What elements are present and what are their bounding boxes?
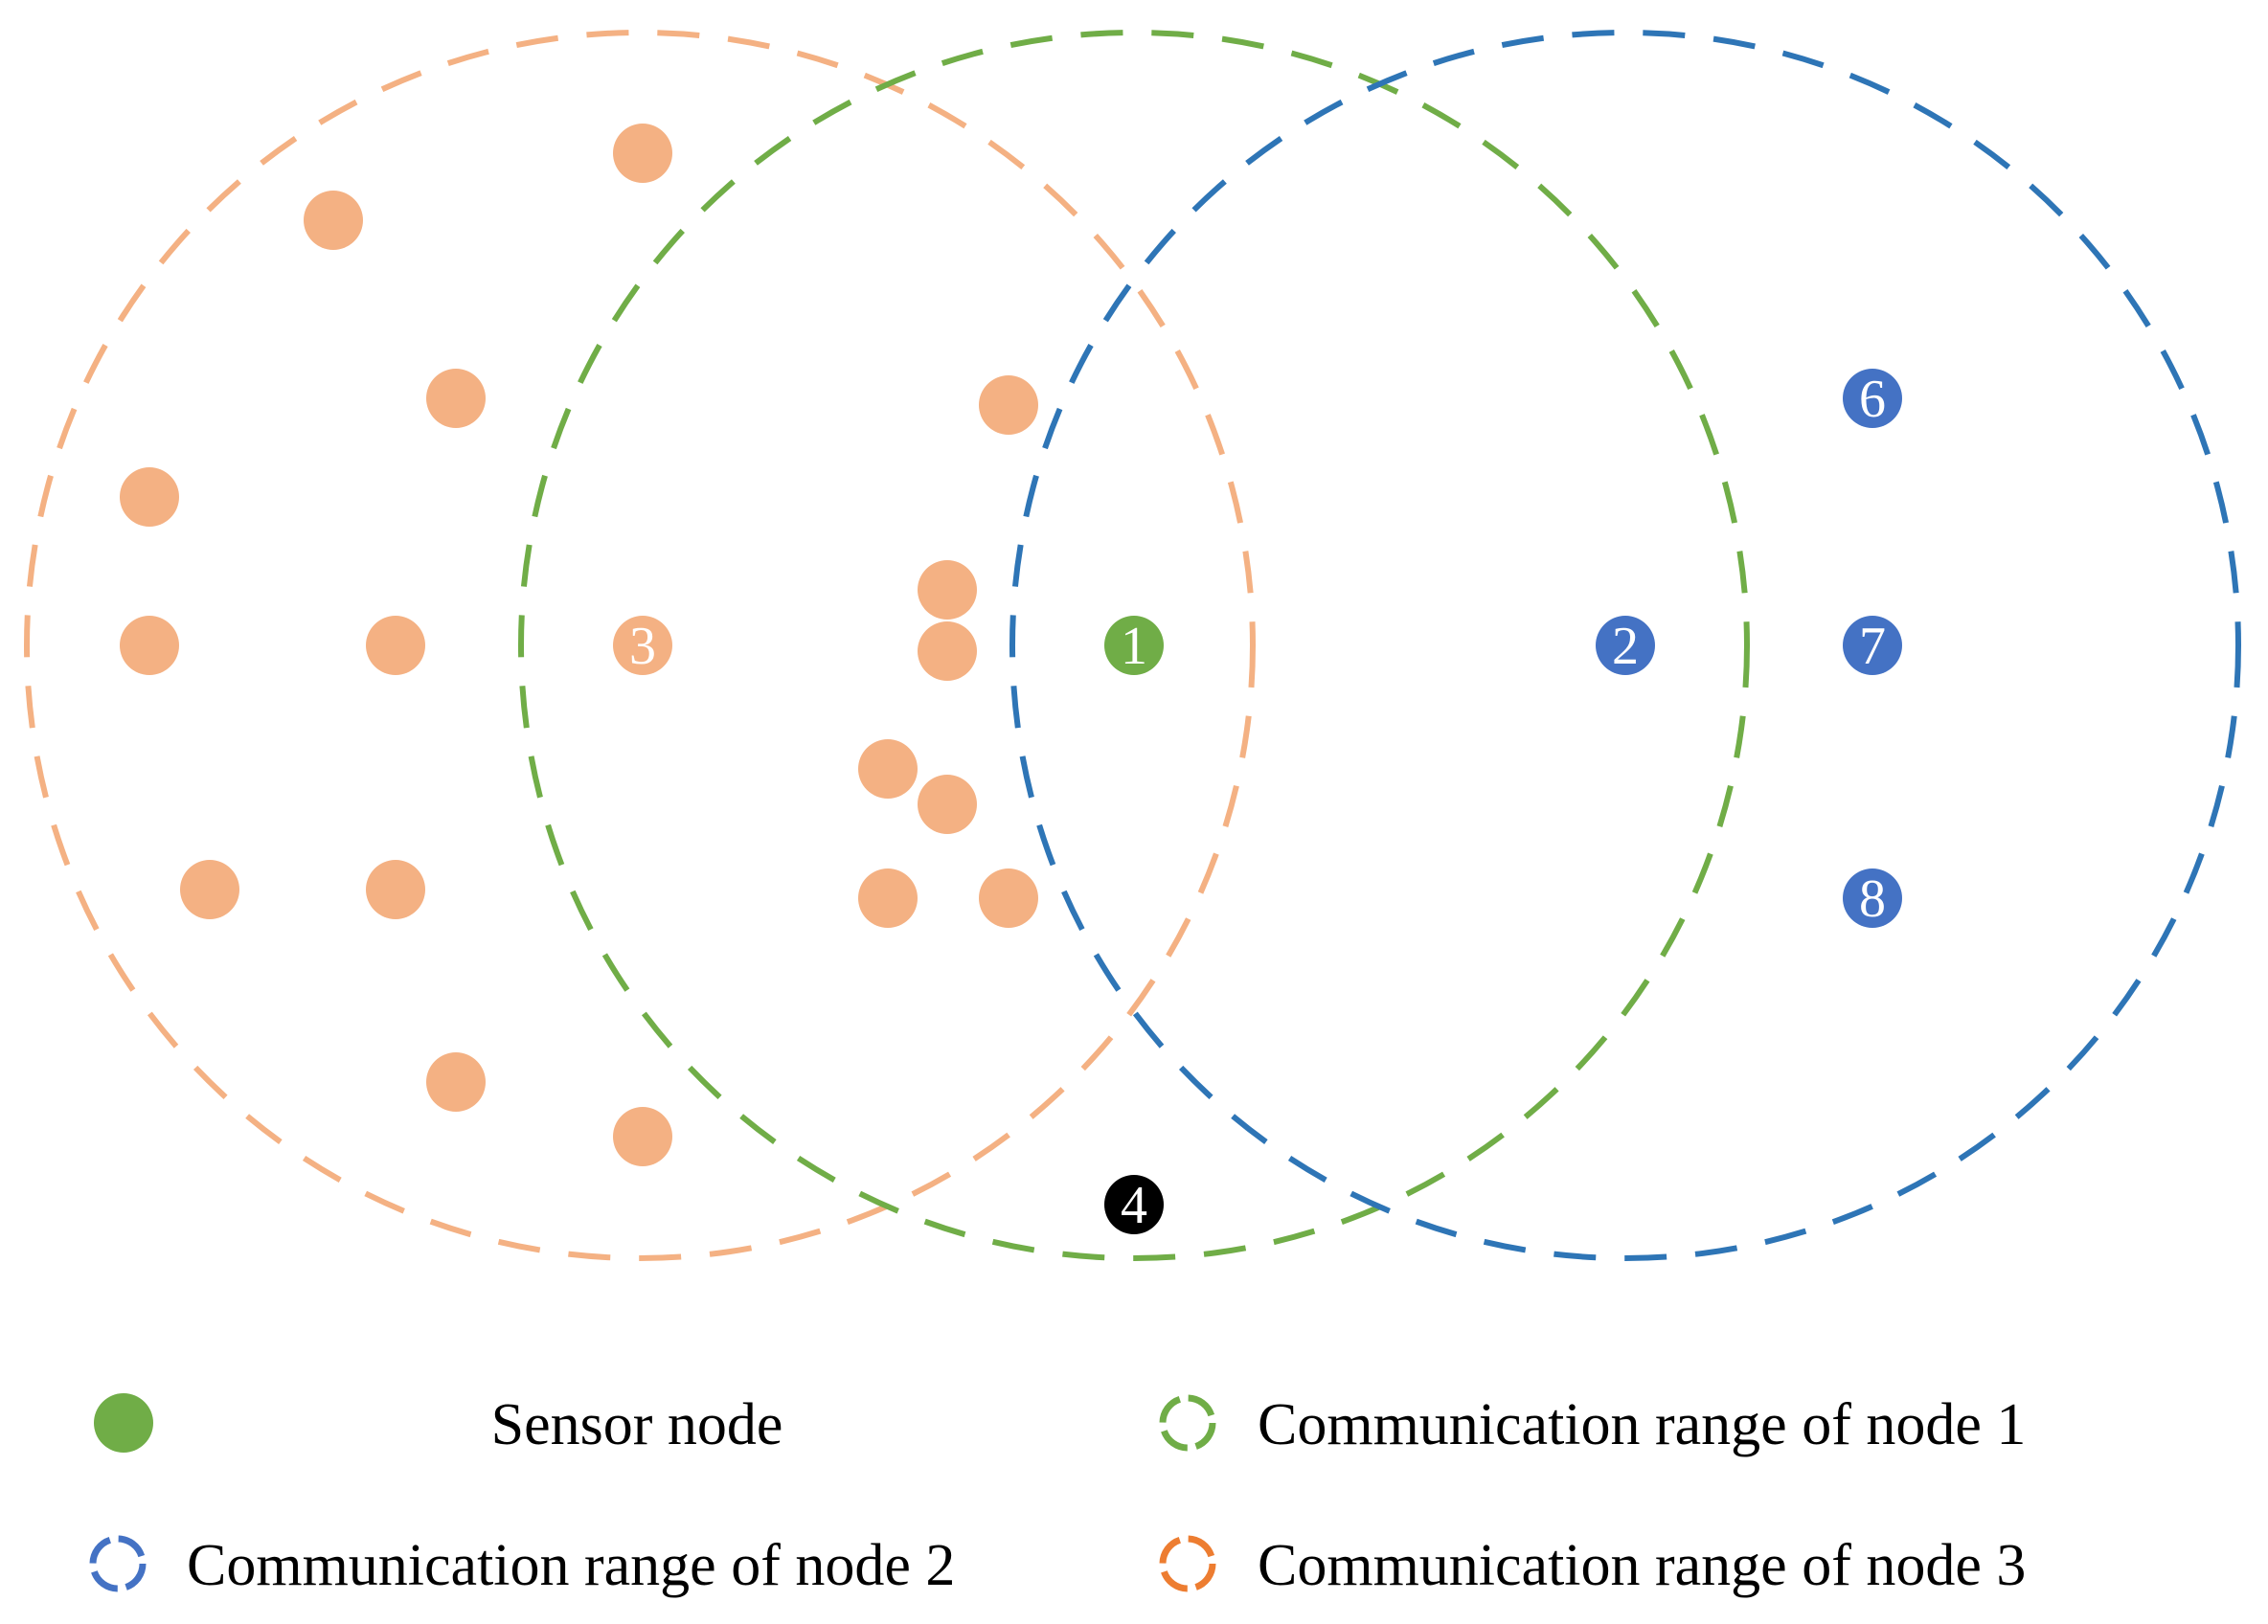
node-4-number: 4 xyxy=(1121,1176,1147,1235)
range-circle-node-1 xyxy=(518,30,1750,1261)
unlabeled-sensor-nodes xyxy=(120,124,1038,1166)
legend-sensor-node-label: Sensor node xyxy=(491,1392,783,1457)
range-circle-node-3 xyxy=(24,30,1256,1261)
node-2-number: 2 xyxy=(1612,617,1639,676)
legend-range-3-icon xyxy=(1159,1535,1216,1592)
sensor-node xyxy=(120,467,179,527)
sensor-node-8: 8 xyxy=(1843,868,1902,929)
sensor-node-6: 6 xyxy=(1843,369,1902,429)
node-4-dot xyxy=(1104,1175,1164,1234)
sensor-node xyxy=(918,775,977,834)
sensor-node xyxy=(180,860,239,919)
legend-range-2-icon xyxy=(89,1535,147,1592)
node-2-dot xyxy=(1596,616,1655,675)
node-6-dot xyxy=(1843,369,1902,428)
sensor-node-3: 3 xyxy=(613,616,672,676)
legend-range-2-label: Communication range of node 2 xyxy=(187,1533,955,1598)
node-3-number: 3 xyxy=(629,617,656,676)
sensor-node xyxy=(304,191,363,250)
legend-range-3-label: Communication range of node 3 xyxy=(1258,1533,2026,1598)
sensor-node-7: 7 xyxy=(1843,616,1902,676)
node-1-dot xyxy=(1104,616,1164,675)
sensor-node xyxy=(366,616,425,675)
sensor-node xyxy=(426,1052,486,1112)
sensor-node xyxy=(979,375,1038,435)
sensor-node-4: 4 xyxy=(1104,1175,1164,1235)
sensor-node xyxy=(366,860,425,919)
range-circle-node-2 xyxy=(1009,30,2241,1261)
node-3-dot xyxy=(613,616,672,675)
node-8-number: 8 xyxy=(1859,869,1886,929)
legend-range-1-icon xyxy=(1159,1394,1216,1452)
sensor-node xyxy=(918,621,977,681)
node-7-dot xyxy=(1843,616,1902,675)
sensor-node-1: 1 xyxy=(1104,616,1164,676)
legend-item-range-3: Communication range of node 3 xyxy=(1159,1533,2026,1598)
legend-item-sensor-node: Sensor node xyxy=(94,1392,782,1457)
node-7-number: 7 xyxy=(1859,617,1886,676)
sensor-node xyxy=(120,616,179,675)
range-circles xyxy=(24,30,2241,1261)
legend: Sensor node Communication range of node … xyxy=(89,1392,2026,1598)
sensor-node xyxy=(918,560,977,620)
legend-range-1-label: Communication range of node 1 xyxy=(1258,1392,2026,1457)
labeled-sensor-nodes: 3 1 2 4 6 7 8 xyxy=(613,369,1902,1235)
sensor-node xyxy=(426,369,486,428)
sensor-node xyxy=(613,124,672,183)
legend-item-range-1: Communication range of node 1 xyxy=(1159,1392,2026,1457)
node-8-dot xyxy=(1843,868,1902,928)
sensor-node xyxy=(858,739,918,799)
legend-sensor-node-icon xyxy=(94,1393,153,1453)
sensor-node xyxy=(858,868,918,928)
sensor-node-2: 2 xyxy=(1596,616,1655,676)
node-1-number: 1 xyxy=(1121,617,1147,676)
node-6-number: 6 xyxy=(1859,370,1886,429)
legend-item-range-2: Communication range of node 2 xyxy=(89,1533,955,1598)
sensor-node xyxy=(613,1107,672,1166)
sensor-node xyxy=(979,868,1038,928)
